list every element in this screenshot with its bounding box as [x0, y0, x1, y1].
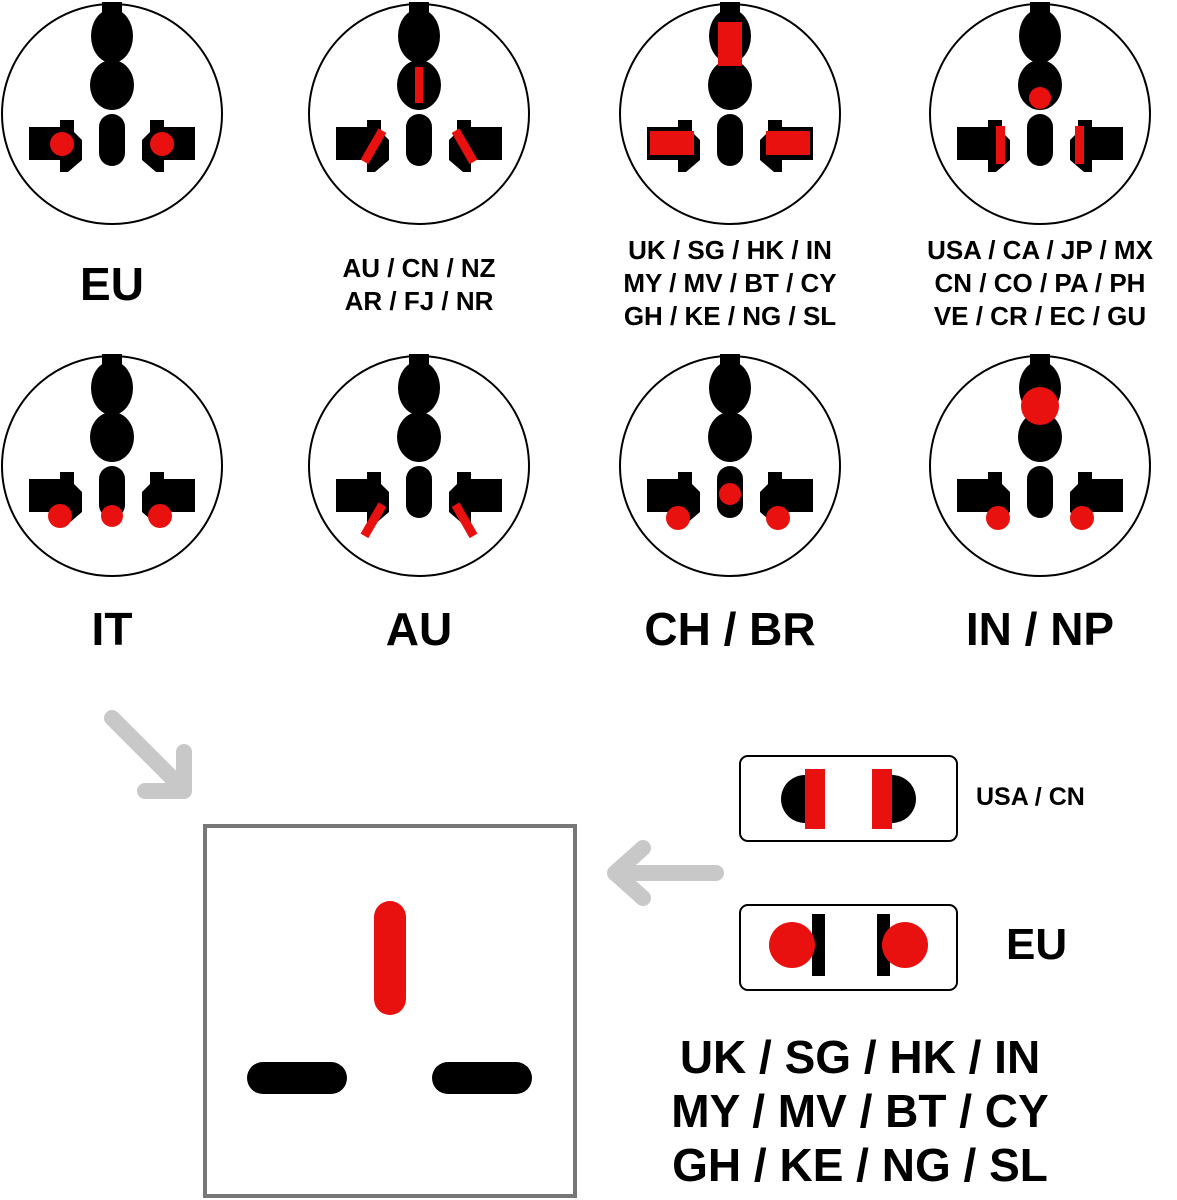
- label-line: GH / KE / NG / SL: [623, 301, 837, 331]
- au-earth-pin: [415, 67, 423, 103]
- eu-pin-left: [50, 132, 74, 156]
- label-au: AU: [319, 603, 519, 655]
- label-line: UK / SG / HK / IN: [679, 1031, 1041, 1083]
- socket-in: [929, 353, 1151, 577]
- label-line: CN / CO / PA / PH: [934, 268, 1146, 298]
- ch-pin-right: [766, 506, 790, 530]
- uk-pin-right: [766, 131, 810, 155]
- in-pin-left: [986, 506, 1010, 530]
- left-arrow-icon: [607, 840, 724, 906]
- uk-earth-pin: [718, 22, 742, 66]
- label-line: IT: [91, 603, 133, 655]
- label-line: GH / KE / NG / SL: [672, 1139, 1048, 1191]
- label-line: EU: [80, 258, 144, 310]
- label-line: IN / NP: [965, 603, 1115, 655]
- label-usa: USA / CA / JP / MX CN / CO / PA / PH VE …: [903, 234, 1177, 333]
- label-line: UK / SG / HK / IN: [628, 235, 832, 265]
- uk-socket-right-slot: [432, 1062, 532, 1094]
- ch-pin-center: [719, 483, 741, 505]
- au2-pin-left: [360, 502, 387, 539]
- plug-eu: [739, 904, 958, 991]
- label-in-np: IN / NP: [920, 603, 1160, 655]
- it-pin-center: [101, 505, 123, 527]
- socket-au: [308, 353, 530, 577]
- au-pin-left: [360, 128, 387, 165]
- target-uk-socket: [203, 824, 577, 1198]
- socket-eu: [1, 1, 223, 225]
- in-pin-top: [1021, 387, 1059, 425]
- usa-pin-left: [996, 126, 1005, 164]
- socket-usa: [929, 1, 1151, 225]
- usa-earth-pin: [1029, 87, 1051, 109]
- label-uk: UK / SG / HK / IN MY / MV / BT / CY GH /…: [600, 234, 860, 333]
- label-line: USA / CA / JP / MX: [927, 235, 1153, 265]
- socket-it: [1, 353, 223, 577]
- socket-au-cn: [308, 1, 530, 225]
- eu-pin-right: [150, 132, 174, 156]
- label-eu: EU: [12, 258, 212, 310]
- au2-pin-right: [451, 502, 478, 539]
- label-line: AU: [385, 603, 453, 655]
- socket-ch: [619, 353, 841, 577]
- label-line: AR / FJ / NR: [344, 286, 494, 316]
- label-ch-br: CH / BR: [610, 603, 850, 655]
- label-it: IT: [12, 603, 212, 655]
- ch-pin-left: [666, 506, 690, 530]
- plug-usa-label: USA / CN: [976, 783, 1085, 811]
- label-au-cn: AU / CN / NZ AR / FJ / NR: [300, 252, 538, 318]
- it-pin-right: [148, 504, 172, 528]
- in-pin-right: [1070, 506, 1094, 530]
- label-line: MY / MV / BT / CY: [671, 1085, 1049, 1137]
- usa-pin-right: [1075, 126, 1084, 164]
- au-pin-right: [451, 128, 478, 165]
- plug-eu-label: EU: [1006, 920, 1068, 969]
- target-socket-countries: UK / SG / HK / IN MY / MV / BT / CY GH /…: [610, 1030, 1110, 1192]
- label-line: AU / CN / NZ: [342, 253, 496, 283]
- label-line: MY / MV / BT / CY: [623, 268, 837, 298]
- socket-uk: [619, 1, 841, 225]
- plug-usa-cn: [739, 755, 958, 842]
- label-line: VE / CR / EC / GU: [933, 301, 1147, 331]
- it-pin-left: [48, 504, 72, 528]
- uk-pin-left: [650, 131, 694, 155]
- uk-socket-earth-slot: [374, 901, 406, 1015]
- label-line: CH / BR: [644, 603, 816, 655]
- uk-socket-left-slot: [247, 1062, 347, 1094]
- diagonal-arrow-icon: [104, 710, 192, 799]
